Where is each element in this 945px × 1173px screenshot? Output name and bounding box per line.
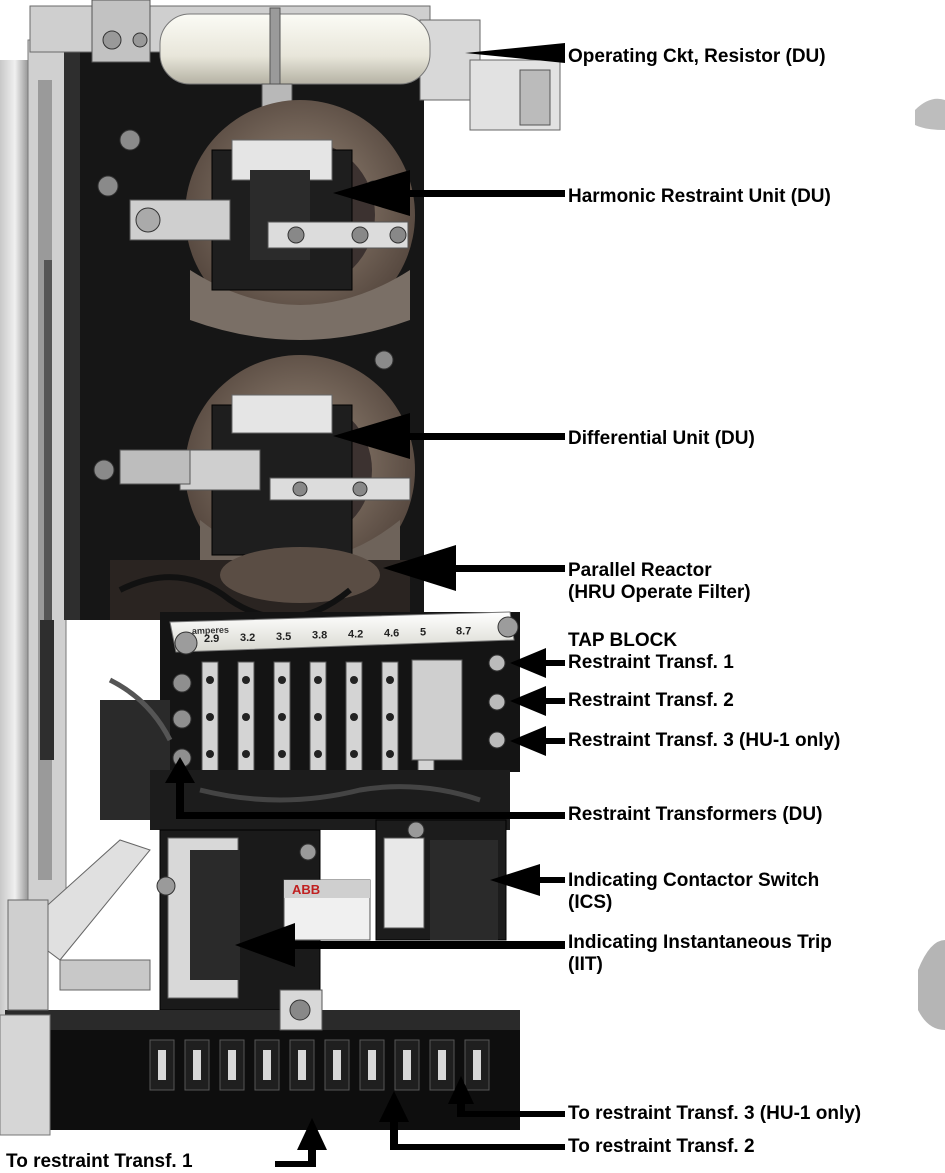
tap-value-label: 8.7 — [456, 625, 471, 637]
background-fragment — [915, 98, 945, 1030]
tap-value-label: 4.6 — [384, 628, 399, 640]
tap-value-label: 3.8 — [312, 630, 327, 642]
tap-hole — [386, 676, 394, 684]
terminal-blade — [438, 1050, 446, 1080]
tap-hole — [314, 713, 322, 721]
tap-value-label: 3.2 — [240, 632, 255, 644]
tap-hole — [278, 750, 286, 758]
tap-value-label: 3.5 — [276, 631, 291, 643]
terminal-blade — [473, 1050, 481, 1080]
harmonic-restraint-coil — [129, 100, 415, 340]
chassis-rail — [0, 39, 67, 1040]
panel-screw — [374, 350, 394, 370]
terminal-blade — [263, 1050, 271, 1080]
arrow-rt3 — [510, 726, 565, 756]
label-iit-abbrev: (IIT) — [568, 954, 603, 975]
resistor-cylinder — [159, 7, 431, 115]
arrow-to-rt3 — [448, 1076, 565, 1117]
tap-hole — [242, 676, 250, 684]
arrow-rt2 — [510, 686, 565, 716]
label-ics-abbrev: (ICS) — [568, 892, 613, 913]
iit-module — [156, 829, 321, 1011]
tap-hole — [242, 713, 250, 721]
tap-hole — [206, 713, 214, 721]
callout-arrows — [165, 43, 565, 1167]
arrow-to-rt2 — [379, 1091, 565, 1150]
tap-hole — [278, 713, 286, 721]
arrow-du — [333, 413, 565, 459]
label-resistor: Operating Ckt, Resistor (DU) — [568, 46, 826, 67]
arrow-rt-du — [165, 757, 565, 819]
arrow-iit — [235, 923, 565, 967]
tap-hole — [314, 676, 322, 684]
tap-strip-header: amperes — [192, 625, 229, 636]
tap-hole — [386, 713, 394, 721]
terminal-blade — [193, 1050, 201, 1080]
label-parallel-reactor: Parallel Reactor — [568, 560, 712, 581]
tap-value-label: 2.9 — [204, 633, 219, 645]
terminal-blade — [368, 1050, 376, 1080]
tap-block — [160, 611, 520, 773]
label-restraint-transformers: Restraint Transformers (DU) — [568, 804, 823, 825]
tap-value-label: 5 — [420, 626, 426, 638]
parallel-reactor — [110, 547, 410, 621]
label-hru-operate-filter: (HRU Operate Filter) — [568, 582, 751, 603]
terminal-blade — [333, 1050, 341, 1080]
tap-hole — [206, 676, 214, 684]
arrow-resistor — [465, 43, 565, 63]
tap-hole — [350, 713, 358, 721]
label-to-restraint-transf-3: To restraint Transf. 3 (HU-1 only) — [568, 1103, 862, 1124]
nameplate — [283, 879, 371, 941]
tap-hole — [278, 676, 286, 684]
tap-hole — [386, 750, 394, 758]
ics-module — [375, 819, 507, 941]
panel-screw — [97, 175, 119, 197]
restraint-transformers — [100, 677, 510, 830]
label-restraint-transf-2: Restraint Transf. 2 — [568, 690, 734, 711]
label-harmonic-restraint: Harmonic Restraint Unit (DU) — [568, 186, 831, 207]
latch-handle — [7, 839, 151, 1011]
arrow-reactor — [383, 545, 565, 591]
label-differential-unit: Differential Unit (DU) — [568, 428, 755, 449]
arrow-to-rt1 — [275, 1118, 327, 1167]
label-to-restraint-transf-2: To restraint Transf. 2 — [568, 1136, 755, 1157]
label-restraint-transf-3: Restraint Transf. 3 (HU-1 only) — [568, 730, 841, 751]
terminal-blade — [403, 1050, 411, 1080]
tap-hole — [350, 750, 358, 758]
tap-hole — [242, 750, 250, 758]
label-tap-block: TAP BLOCK — [568, 630, 678, 651]
tap-hole — [314, 750, 322, 758]
terminal-blade — [158, 1050, 166, 1080]
terminal-blade — [298, 1050, 306, 1080]
tap-hole — [350, 676, 358, 684]
label-ics: Indicating Contactor Switch — [568, 870, 820, 891]
arrow-rt1 — [510, 648, 565, 678]
terminal-stud — [289, 1039, 315, 1091]
tap-hole — [206, 750, 214, 758]
label-to-restraint-transf-1: To restraint Transf. 1 — [6, 1151, 193, 1172]
brand-marking: ABB — [292, 882, 320, 897]
arrow-ics — [490, 864, 565, 896]
terminal-blade — [228, 1050, 236, 1080]
tap-values: 2.9 3.2 3.5 3.8 4.2 4.6 5 8.7 — [204, 625, 471, 645]
panel-screw — [93, 459, 115, 481]
terminal-stud — [429, 1039, 455, 1091]
base-and-terminals — [0, 989, 520, 1136]
label-restraint-transf-1: Restraint Transf. 1 — [568, 652, 734, 673]
panel-screw — [119, 129, 141, 151]
tap-value-label: 4.2 — [348, 629, 363, 641]
arrow-hru — [333, 170, 565, 216]
label-iit: Indicating Instantaneous Trip — [568, 932, 832, 953]
